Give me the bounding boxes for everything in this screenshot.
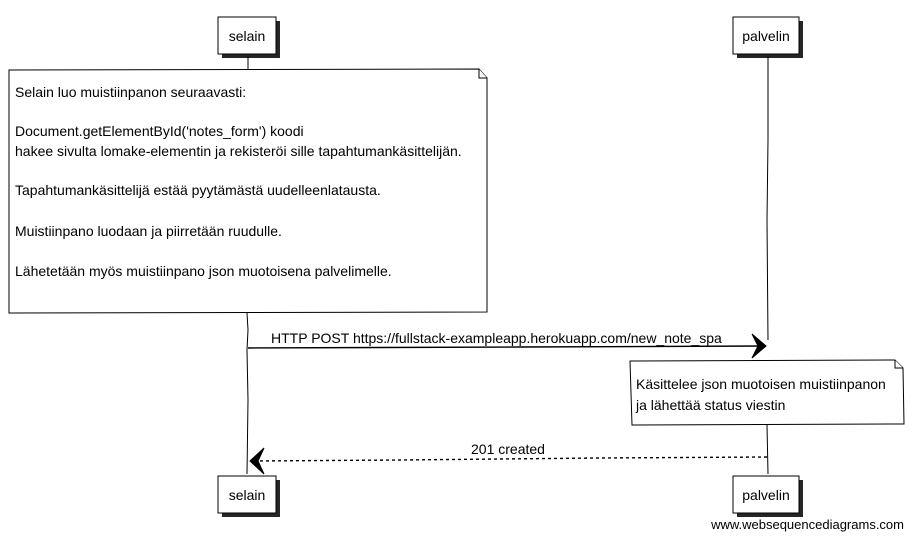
request-arrow-line [247, 345, 767, 349]
participant-browser-top-label: selain [229, 28, 266, 44]
participant-server-top: palvelin [732, 16, 803, 58]
request-message: HTTP POST https://fullstack-exampleapp.h… [247, 330, 767, 359]
request-arrowhead [751, 333, 767, 359]
participant-server-bottom-label: palvelin [742, 487, 789, 503]
browser-note-line-3: Document.getElementById('notes_form') ko… [15, 123, 304, 139]
browser-note-line-10: Lähetetään myös muistiinpano json muotoi… [15, 263, 392, 279]
server-note-line-2: ja lähettää status viestin [635, 397, 785, 413]
browser-lifeline [246, 56, 249, 475]
response-message-label: 201 created [471, 441, 545, 457]
server-note-line-1: Käsittelee json muotoisen muistiinpanon [636, 376, 886, 392]
response-arrow-line [251, 456, 768, 462]
participant-server-top-label: palvelin [742, 28, 789, 44]
response-arrowhead [249, 447, 265, 475]
watermark-credit: www.websequencediagrams.com [711, 517, 904, 532]
server-note: Käsittelee json muotoisen muistiinpanon … [629, 359, 905, 426]
participant-browser-bottom: selain [217, 475, 280, 517]
browser-note-line-6: Tapahtumankäsittelijä estää pyytämästä u… [15, 182, 381, 198]
request-message-label: HTTP POST https://fullstack-exampleapp.h… [271, 330, 722, 346]
participant-server-bottom: palvelin [732, 475, 803, 517]
browser-note-line-4: hakee sivulta lomake-elementin ja rekist… [15, 143, 462, 159]
browser-note-line-8: Muistiinpano luodaan ja piirretään ruudu… [15, 223, 282, 239]
server-lifeline [766, 56, 769, 475]
participant-browser-top: selain [217, 16, 280, 58]
browser-note-line-1: Selain luo muistiinpanon seuraavasti: [15, 84, 246, 100]
browser-note: Selain luo muistiinpanon seuraavasti: Do… [8, 68, 488, 314]
participant-browser-bottom-label: selain [229, 487, 266, 503]
response-message: 201 created [249, 441, 768, 475]
